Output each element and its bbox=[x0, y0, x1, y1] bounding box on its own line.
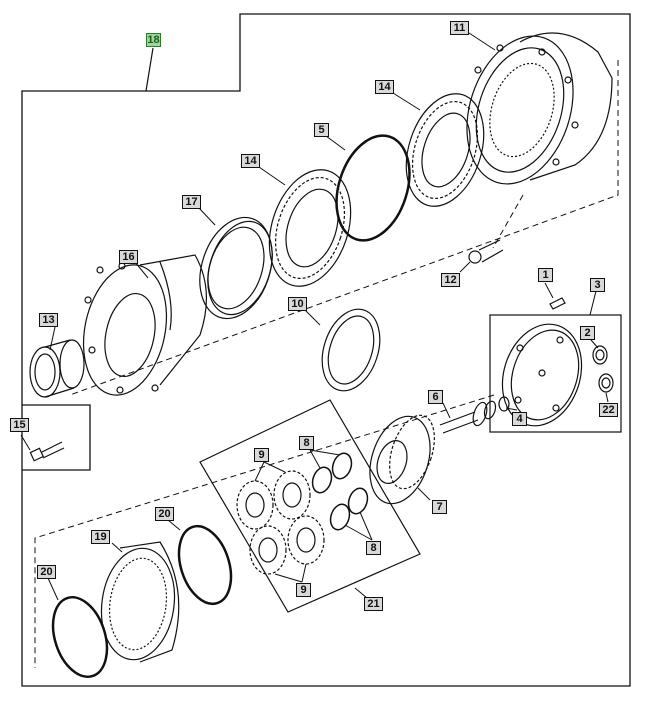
leader-9-upper-b bbox=[263, 461, 286, 473]
housing-part-11 bbox=[466, 32, 613, 185]
callout-1: 1 bbox=[538, 268, 553, 282]
callout-5: 5 bbox=[314, 123, 329, 137]
leader-18 bbox=[145, 47, 154, 92]
leader-13 bbox=[49, 326, 56, 351]
callout-8-lower: 8 bbox=[366, 541, 381, 555]
callout-20-upper: 20 bbox=[155, 507, 174, 521]
leader-2 bbox=[590, 339, 599, 349]
callout-6: 6 bbox=[428, 390, 443, 404]
seal-part-17 bbox=[199, 216, 273, 320]
callout-18: 18 bbox=[146, 33, 161, 47]
ring-part-10 bbox=[321, 308, 381, 392]
callout-14-lower: 14 bbox=[241, 154, 260, 168]
callout-10: 10 bbox=[288, 297, 307, 311]
axis-line-lower bbox=[34, 394, 495, 668]
cover-part-3 bbox=[501, 323, 583, 427]
bearing-part-14-upper bbox=[405, 93, 485, 207]
callout-9-upper: 9 bbox=[254, 448, 269, 462]
ring-gear-part-19 bbox=[100, 541, 180, 663]
leader-9-lower-a bbox=[274, 573, 303, 583]
screw-part-1 bbox=[549, 297, 566, 310]
callout-20-lower: 20 bbox=[37, 565, 56, 579]
callout-9-lower: 9 bbox=[296, 583, 311, 597]
plug-part-22 bbox=[598, 373, 614, 393]
leader-9-upper-a bbox=[254, 461, 265, 482]
leader-8-lower-b bbox=[359, 511, 373, 541]
bolt-part-15 bbox=[29, 441, 65, 462]
leader-7 bbox=[417, 487, 431, 501]
planet-carrier-part-7 bbox=[369, 414, 435, 505]
callout-11: 11 bbox=[450, 21, 469, 35]
leader-12 bbox=[459, 261, 471, 273]
o-ring-part-20-upper bbox=[177, 524, 233, 606]
leader-20-lower bbox=[47, 577, 59, 601]
callout-13: 13 bbox=[39, 313, 58, 327]
leader-10 bbox=[304, 309, 321, 326]
leader-16 bbox=[134, 261, 149, 279]
leader-6 bbox=[442, 402, 451, 419]
washer-part-4 bbox=[498, 396, 510, 412]
leader-19 bbox=[111, 542, 123, 553]
callout-8-upper: 8 bbox=[299, 436, 314, 450]
axis-bolt-12 bbox=[492, 194, 524, 249]
callout-7: 7 bbox=[432, 500, 447, 514]
cover-subassembly-box bbox=[489, 314, 622, 433]
leader-11 bbox=[468, 32, 496, 51]
needle-bearing-part-13 bbox=[29, 339, 85, 398]
plug-part-2 bbox=[592, 345, 608, 365]
snap-rings-part-8 bbox=[311, 452, 369, 531]
leader-8-lower-a bbox=[344, 524, 373, 541]
leader-5 bbox=[325, 135, 346, 151]
callout-3: 3 bbox=[590, 278, 605, 292]
callout-21: 21 bbox=[364, 597, 383, 611]
bearing-part-14-lower bbox=[268, 169, 352, 287]
leader-14-lower bbox=[258, 166, 286, 186]
leader-8-upper-b bbox=[309, 449, 341, 456]
callout-22: 22 bbox=[599, 403, 618, 417]
leader-21 bbox=[354, 587, 368, 599]
leader-20-upper bbox=[167, 519, 181, 531]
hub-part-16 bbox=[82, 254, 207, 396]
leader-3 bbox=[589, 290, 597, 316]
leader-9-lower-b bbox=[301, 563, 307, 583]
leader-22 bbox=[605, 392, 609, 403]
leader-4 bbox=[505, 407, 518, 411]
assembly-outline bbox=[21, 13, 631, 687]
callout-2: 2 bbox=[580, 326, 595, 340]
leader-8-upper-a bbox=[309, 449, 321, 469]
planet-carrier-subassembly-box bbox=[199, 399, 421, 613]
leader-1 bbox=[544, 282, 554, 299]
callout-14-upper: 14 bbox=[375, 80, 394, 94]
callout-19: 19 bbox=[91, 530, 110, 544]
callout-17: 17 bbox=[182, 195, 201, 209]
callout-15: 15 bbox=[10, 418, 29, 432]
planet-gears-part-9 bbox=[236, 470, 325, 575]
sun-gear-shaft-part-6 bbox=[439, 400, 497, 434]
callout-12: 12 bbox=[441, 273, 460, 287]
leader-15 bbox=[20, 434, 31, 451]
callout-4: 4 bbox=[512, 412, 527, 426]
o-ring-part-5 bbox=[335, 134, 411, 242]
callout-16: 16 bbox=[119, 250, 138, 264]
leader-17 bbox=[198, 207, 216, 226]
o-ring-part-20-lower bbox=[51, 595, 109, 679]
axis-line-upper bbox=[69, 60, 619, 396]
bolt-part-12 bbox=[468, 239, 504, 264]
leader-14-upper bbox=[392, 92, 421, 111]
